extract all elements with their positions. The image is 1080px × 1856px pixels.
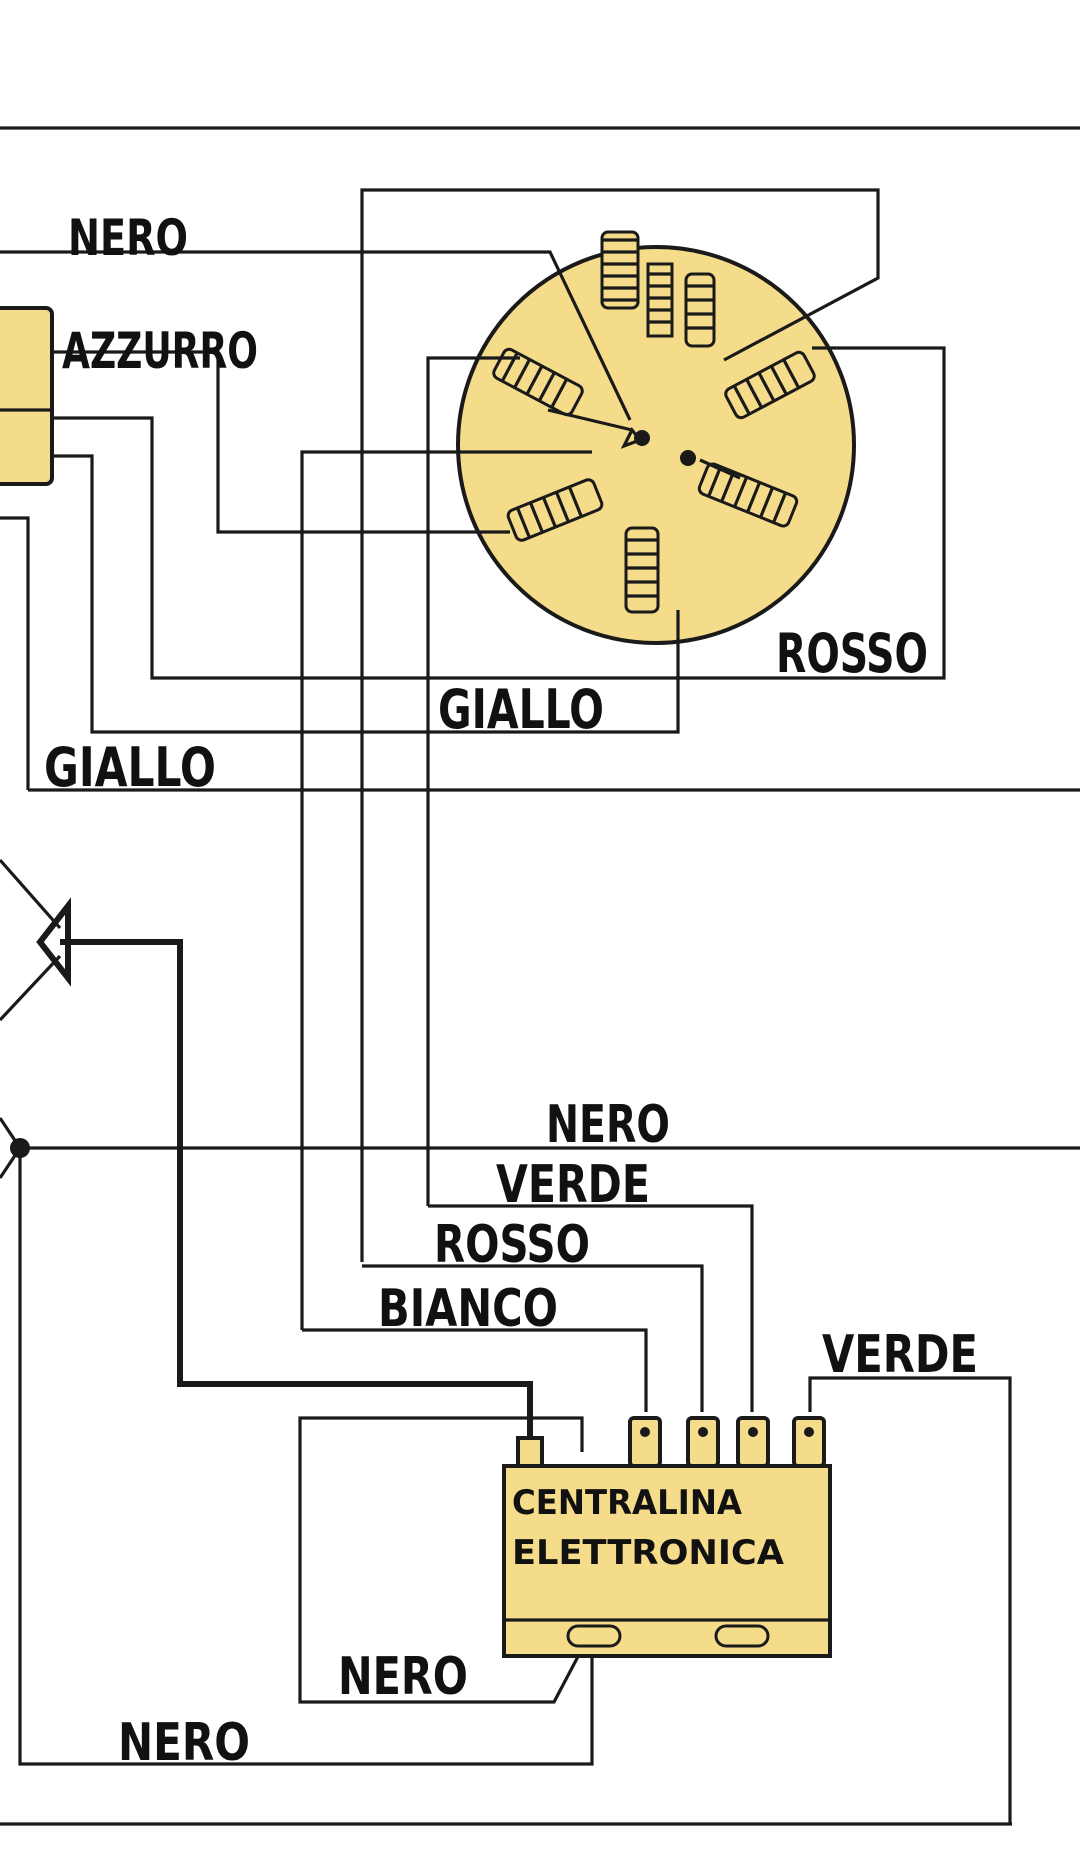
- mounting-slot-right: [714, 1624, 770, 1648]
- coil-top-center: [646, 262, 674, 338]
- terminal-3: [686, 1416, 720, 1468]
- label-rosso-control: ROSSO: [434, 1215, 590, 1275]
- wire-rosso-stator: [52, 346, 946, 680]
- wire-giallo-outer: [0, 516, 30, 790]
- wire-nero-inner-loop: [298, 1416, 594, 1704]
- wire-nero-stator: [0, 250, 632, 421]
- coil-top-right: [684, 272, 716, 348]
- wire-verde-loop: [426, 356, 520, 1206]
- terminal-4: [736, 1416, 770, 1468]
- wire-giallo-inner: [52, 454, 680, 734]
- terminal-2: [628, 1416, 662, 1468]
- label-verde: VERDE: [496, 1155, 650, 1215]
- wire-azzurro-stator: [52, 350, 510, 534]
- label-verde-right: VERDE: [822, 1325, 978, 1385]
- wire-rosso-to-unit: [362, 1264, 704, 1412]
- signal-arrow-lines: [0, 858, 62, 1022]
- coil-left-lower: [506, 478, 604, 542]
- terminal-1: [516, 1436, 544, 1468]
- mounting-slot-left: [566, 1624, 622, 1648]
- label-azzurro: AZZURRO: [62, 322, 258, 380]
- signal-arrow: [36, 897, 71, 987]
- control-unit-box: [502, 1464, 832, 1658]
- wire-verde-right: [808, 1376, 1012, 1824]
- label-nero-inner: NERO: [338, 1647, 468, 1707]
- coil-right-upper: [724, 350, 816, 420]
- coil-right-lower: [697, 462, 799, 528]
- wire-top-loop: [360, 188, 880, 1262]
- left-connector-block: [0, 306, 54, 486]
- control-unit-line2: ELETTRONICA: [512, 1533, 785, 1573]
- label-giallo-outer: GIALLO: [44, 736, 216, 799]
- label-giallo-inner: GIALLO: [438, 678, 604, 741]
- terminal-5: [792, 1416, 826, 1468]
- label-rosso-stator: ROSSO: [776, 622, 928, 685]
- coil-top: [600, 230, 640, 310]
- coil-bottom: [624, 526, 660, 614]
- control-unit: CENTRALINA ELETTRONICA: [502, 1416, 832, 1658]
- ground-branch: [0, 1117, 22, 1179]
- stator-disc: [456, 245, 856, 645]
- wire-bianco-loop: [300, 450, 592, 1330]
- label-nero-bus: NERO: [546, 1095, 670, 1155]
- label-bianco: BIANCO: [378, 1279, 558, 1339]
- label-nero-stator: NERO: [68, 209, 188, 267]
- label-nero-outer: NERO: [118, 1713, 250, 1773]
- stator-coils: [492, 230, 816, 614]
- wire-signal-thick: [60, 939, 533, 1448]
- wire-bianco-to-unit: [302, 1328, 648, 1412]
- wire-nero-outer-loop: [18, 1148, 594, 1766]
- control-unit-line1: CENTRALINA: [512, 1483, 743, 1523]
- wire-verde-to-unit: [428, 1204, 754, 1412]
- coil-left-upper: [492, 347, 584, 417]
